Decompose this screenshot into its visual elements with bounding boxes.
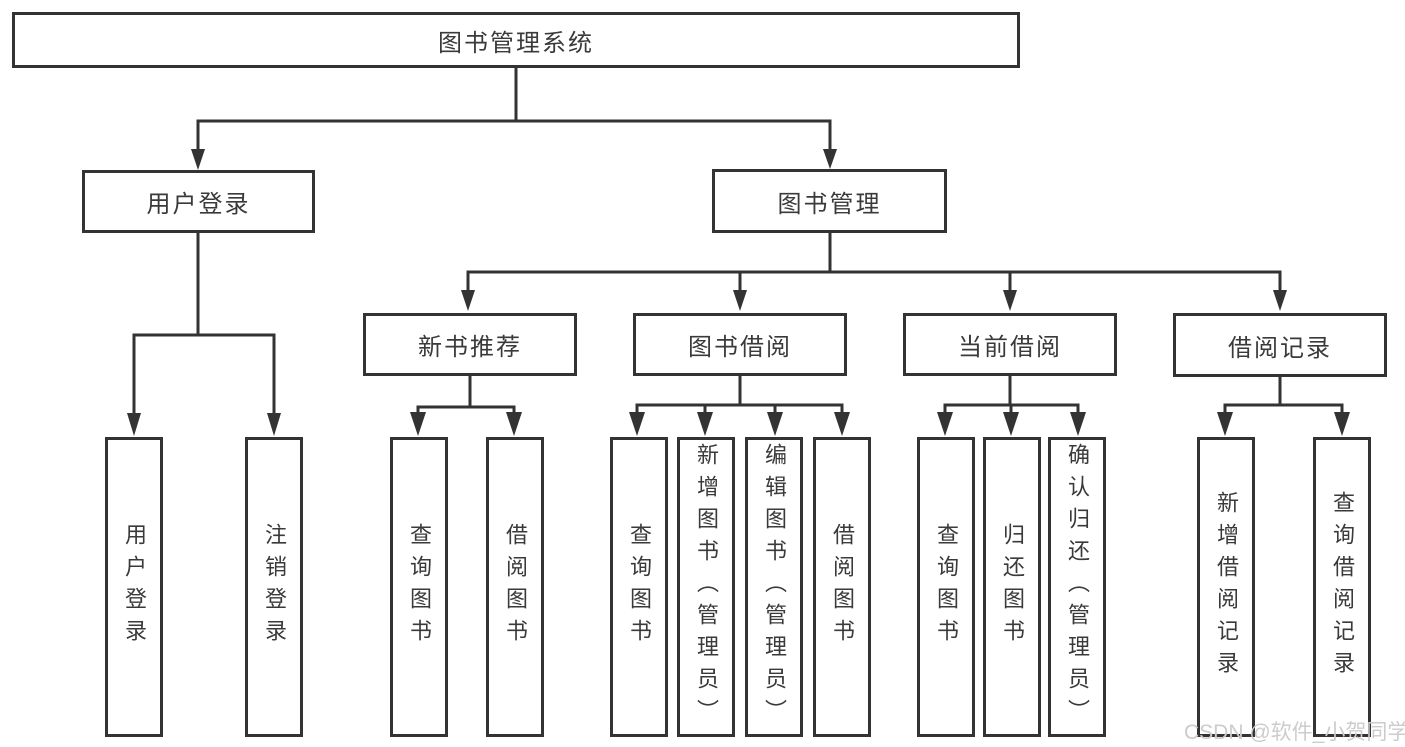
node-leaf-query-books-3: 查询图书 [917,437,975,737]
node-label: 借阅图书 [503,523,528,651]
node-leaf-return-books: 归还图书 [983,437,1041,737]
node-leaf-borrow-books-2: 借阅图书 [813,437,871,737]
node-label: 图书管理系统 [438,29,594,57]
node-leaf-add-borrow-record: 新增借阅记录 [1197,437,1255,737]
node-label: 图书管理 [777,190,882,218]
connector-new-book-rec-children [410,374,522,436]
node-library-management-system: 图书管理系统 [12,12,1020,68]
node-label: 用户登录 [146,191,251,218]
node-borrowing-records: 借阅记录 [1173,313,1387,377]
node-label: 查询借阅记录 [1330,491,1355,683]
connector-book-mgmt-children [461,231,1287,311]
node-current-borrowing: 当前借阅 [903,313,1117,376]
connector-root-to-level2 [191,66,837,170]
node-book-management: 图书管理 [712,169,947,233]
node-leaf-add-book-admin: 新增图书（管理员） [677,437,735,737]
node-label: 新增借阅记录 [1214,491,1239,683]
node-leaf-logout: 注销登录 [245,437,303,737]
node-label: 当前借阅 [958,334,1062,361]
node-user-login-branch: 用户登录 [82,170,315,233]
node-leaf-query-books-1: 查询图书 [390,437,448,737]
node-leaf-query-books-2: 查询图书 [610,437,668,737]
node-label: 归还图书 [1000,523,1025,651]
connector-current-borrow-children [937,374,1086,436]
node-label: 新书推荐 [418,334,522,361]
node-leaf-edit-book-admin: 编辑图书（管理员） [745,437,803,737]
node-leaf-query-borrow-record: 查询借阅记录 [1313,437,1371,737]
node-label: 新增图书（管理员） [694,443,719,731]
node-label: 借阅图书 [830,523,855,651]
node-label: 用户登录 [122,523,147,651]
node-label: 图书借阅 [688,334,792,361]
node-leaf-confirm-return-admin: 确认归还（管理员） [1048,437,1106,737]
connector-borrow-records-children [1217,374,1350,436]
node-label: 确认归还（管理员） [1065,443,1090,731]
node-label: 查询图书 [407,523,432,651]
node-label: 借阅记录 [1228,334,1332,362]
node-label: 编辑图书（管理员） [762,443,787,731]
node-book-borrowing: 图书借阅 [633,313,847,376]
node-label: 注销登录 [262,523,287,651]
node-leaf-user-login: 用户登录 [105,437,163,737]
watermark: CSDN @软件_小贺同学 [1184,721,1405,744]
node-label: 查询图书 [627,523,652,651]
connector-book-borrow-children [629,374,850,436]
node-leaf-borrow-books-1: 借阅图书 [486,437,544,737]
node-label: 查询图书 [934,523,959,651]
connector-user-login-children [127,231,281,436]
node-new-book-recommend: 新书推荐 [363,313,577,376]
